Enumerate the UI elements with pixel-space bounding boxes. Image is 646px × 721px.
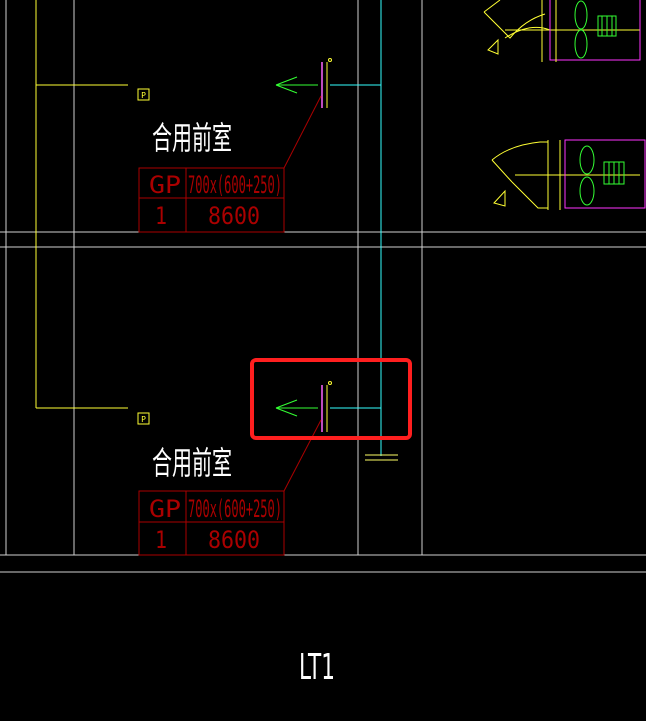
- fan-blade-icon: [574, 0, 588, 59]
- fan-blade-icon: [579, 145, 595, 206]
- table-count: 1: [155, 526, 167, 554]
- outlet-table-lower[interactable]: [138, 490, 285, 556]
- motor-icon: [597, 15, 617, 37]
- wall-lines: [5, 0, 423, 555]
- table-count: 1: [155, 202, 167, 230]
- airflow-arrow-icon: [493, 189, 506, 207]
- table-code: GP: [149, 171, 181, 199]
- control-wire: [35, 0, 128, 409]
- table-airflow: 8600: [208, 202, 260, 230]
- p-tag-label: P: [141, 415, 146, 424]
- air-shaft-duct: [330, 0, 382, 456]
- p-tag-upper[interactable]: P: [137, 88, 150, 101]
- table-size: 700x(600+250): [188, 171, 282, 199]
- outlet-table-upper[interactable]: [138, 167, 285, 233]
- table-code: GP: [149, 495, 181, 523]
- p-tag-lower[interactable]: P: [137, 412, 150, 425]
- arrow-left-icon: [275, 76, 318, 94]
- fan-unit-lower[interactable]: [491, 139, 646, 210]
- room-label-upper: 合用前室: [152, 119, 232, 157]
- air-outlet-lower[interactable]: [275, 381, 332, 433]
- duct-end-marker: [365, 454, 398, 461]
- motor-icon: [603, 161, 625, 185]
- p-tag-label: P: [141, 91, 146, 100]
- leader-lines: [283, 95, 322, 492]
- stair-label: LT1: [299, 647, 335, 688]
- room-label-lower: 合用前室: [152, 444, 232, 482]
- fan-unit-upper[interactable]: [483, 0, 641, 62]
- air-outlet-upper[interactable]: [275, 58, 332, 109]
- table-airflow: 8600: [208, 526, 260, 554]
- airflow-arrow-icon: [487, 38, 499, 55]
- slab-lines: [0, 231, 646, 573]
- selection-highlight-box[interactable]: [250, 358, 412, 440]
- arrow-left-icon: [275, 399, 318, 417]
- table-size: 700x(600+250): [188, 495, 282, 523]
